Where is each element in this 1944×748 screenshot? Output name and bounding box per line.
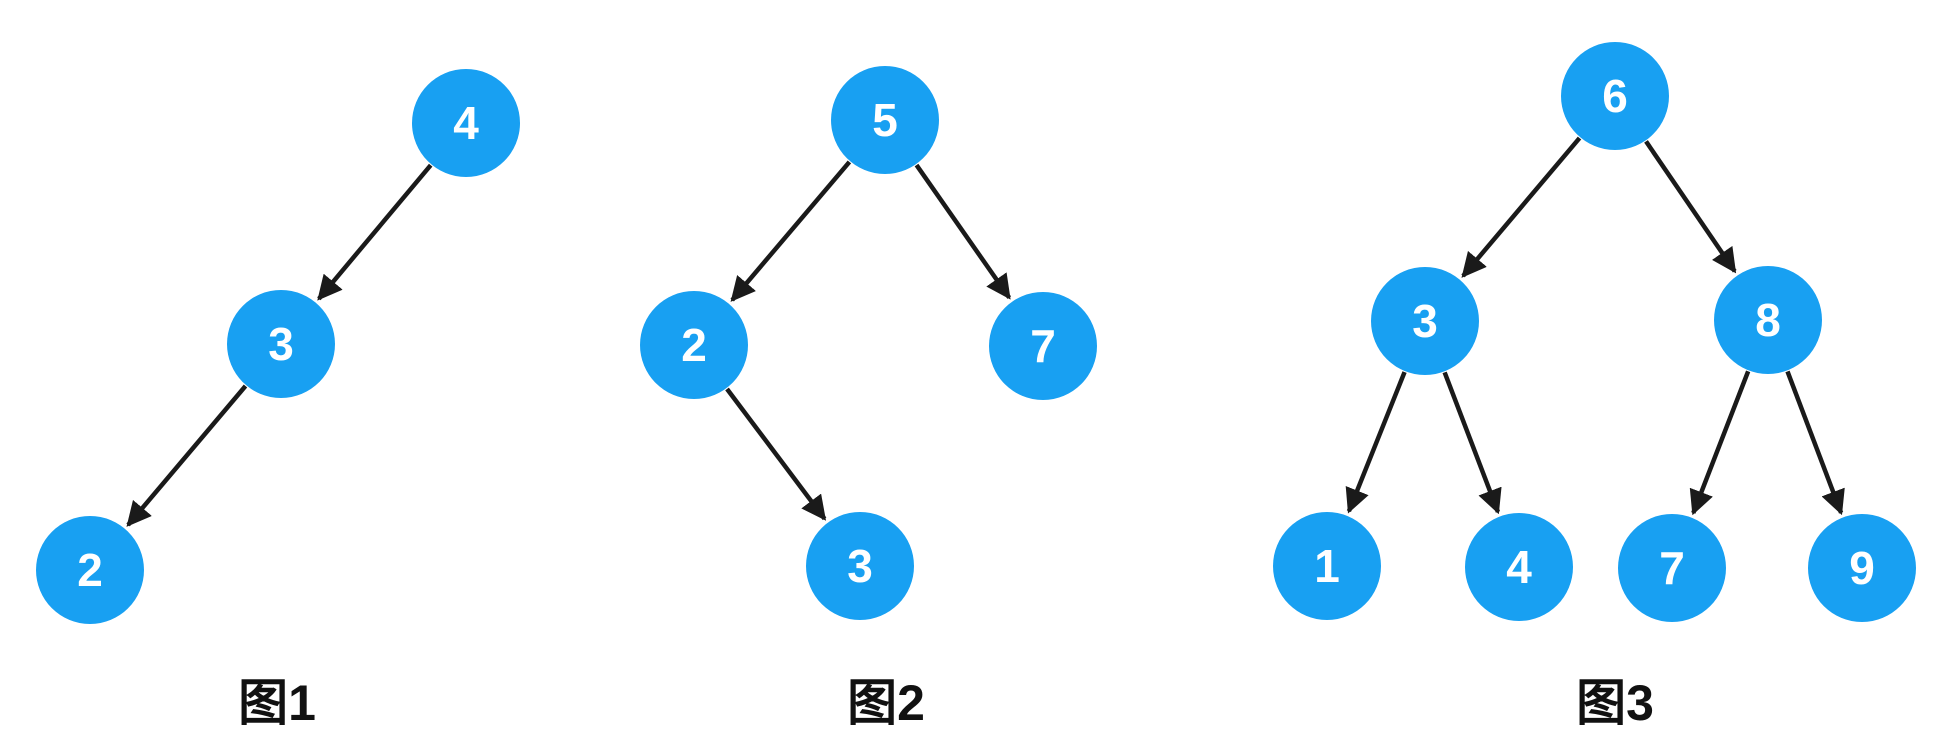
node-value: 3 (847, 540, 873, 592)
node-circle (36, 516, 144, 624)
tree-node-9: 9 (1808, 514, 1916, 622)
node-value: 4 (1506, 541, 1532, 593)
node-value: 1 (1314, 540, 1340, 592)
tree-1: 4 3 2 图1 (36, 69, 520, 731)
node-circle (831, 66, 939, 174)
tree-node-7: 7 (1618, 514, 1726, 622)
tree-node-3: 3 (1371, 267, 1479, 375)
node-value: 4 (453, 97, 479, 149)
figure-label: 图3 (1576, 675, 1654, 731)
edge-5-to-2 (730, 160, 852, 302)
node-circle (412, 69, 520, 177)
node-value: 2 (77, 544, 103, 596)
tree-node-4: 4 (1465, 513, 1573, 621)
edge-4-to-3 (317, 163, 433, 301)
tree-2: 5 2 7 3 图2 (640, 66, 1097, 731)
node-circle (640, 291, 748, 399)
node-circle (1714, 266, 1822, 374)
node-value: 6 (1602, 70, 1628, 122)
figure-label: 图2 (847, 675, 925, 731)
node-circle (1561, 42, 1669, 150)
tree-node-1: 1 (1273, 512, 1381, 620)
tree-3: 6 3 8 1 4 7 9 图3 (1273, 42, 1916, 731)
edge-3-to-4 (1442, 371, 1502, 515)
node-circle (227, 290, 335, 398)
tree-node-8: 8 (1714, 266, 1822, 374)
edge-6-to-8 (1644, 140, 1737, 274)
node-circle (1808, 514, 1916, 622)
tree-node-3: 3 (806, 512, 914, 620)
tree-node-5: 5 (831, 66, 939, 174)
tree-node-2: 2 (640, 291, 748, 399)
node-circle (1371, 267, 1479, 375)
edge-8-to-9 (1785, 370, 1845, 516)
node-value: 3 (1412, 295, 1438, 347)
node-value: 8 (1755, 294, 1781, 346)
node-circle (1618, 514, 1726, 622)
node-value: 7 (1030, 320, 1056, 372)
tree-node-7: 7 (989, 292, 1097, 400)
figure-label: 图1 (238, 675, 316, 731)
tree-node-4: 4 (412, 69, 520, 177)
tree-node-2: 2 (36, 516, 144, 624)
edge-8-to-7 (1689, 370, 1751, 516)
node-value: 3 (268, 318, 294, 370)
node-circle (1465, 513, 1573, 621)
node-circle (806, 512, 914, 620)
edge-3-to-1 (1345, 371, 1407, 514)
node-value: 9 (1849, 542, 1875, 594)
node-value: 2 (681, 319, 707, 371)
node-value: 7 (1659, 542, 1685, 594)
tree-node-6: 6 (1561, 42, 1669, 150)
tree-node-3: 3 (227, 290, 335, 398)
node-circle (1273, 512, 1381, 620)
node-circle (989, 292, 1097, 400)
node-value: 5 (872, 94, 898, 146)
edge-3-to-2 (126, 384, 248, 527)
edge-5-to-7 (914, 163, 1012, 300)
edge-6-to-3 (1461, 136, 1582, 278)
edge-2-to-3 (725, 387, 827, 521)
